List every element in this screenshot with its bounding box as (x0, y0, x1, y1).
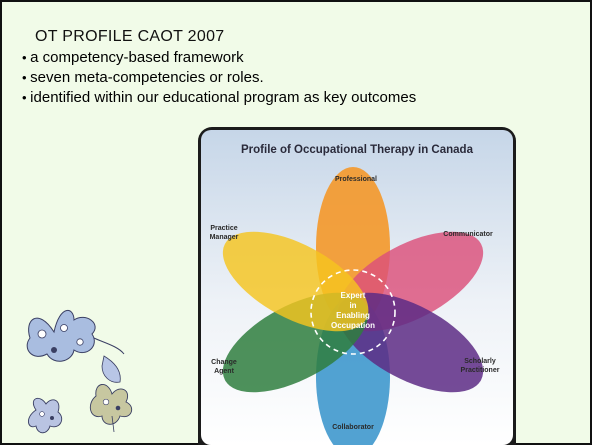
center-label: in (349, 301, 356, 310)
bullet-item: identified within our educational progra… (22, 88, 416, 108)
butterfly-large-icon (26, 310, 125, 383)
center-dashed-circle (310, 269, 396, 355)
role-label-change-agent: Agent (214, 368, 235, 375)
petal-practice-manager (222, 231, 369, 332)
bullet-list: a competency-based framework seven meta-… (22, 48, 416, 108)
role-label-professional: Professional (335, 176, 377, 183)
butterfly-olive-icon (89, 384, 133, 433)
petal-scholarly-practitioner (337, 292, 484, 393)
role-label-practice-manager: Practice (210, 225, 237, 232)
role-label-scholarly-practitioner: Practitioner (461, 367, 500, 374)
center-label: Enabling (336, 311, 370, 320)
butterfly-small-icon (28, 397, 63, 434)
profile-flower-svg: Profile of Occupational Therapy in Canad… (201, 130, 513, 445)
role-label-collaborator: Collaborator (332, 424, 374, 431)
center-label: Occupation (331, 321, 375, 330)
diagram-title: Profile of Occupational Therapy in Canad… (241, 144, 474, 156)
role-label-scholarly-practitioner: Scholarly (464, 358, 496, 365)
role-label-communicator: Communicator (443, 231, 493, 238)
bullet-item: seven meta-competencies or roles. (22, 68, 416, 88)
slide-title: OT PROFILE CAOT 2007 (35, 28, 225, 45)
role-label-practice-manager: Manager (210, 234, 239, 241)
center-label: Expert (341, 291, 366, 300)
ot-profile-diagram: Profile of Occupational Therapy in Canad… (198, 127, 516, 445)
role-label-change-agent: Change (211, 359, 237, 366)
bullet-item: a competency-based framework (22, 48, 416, 68)
